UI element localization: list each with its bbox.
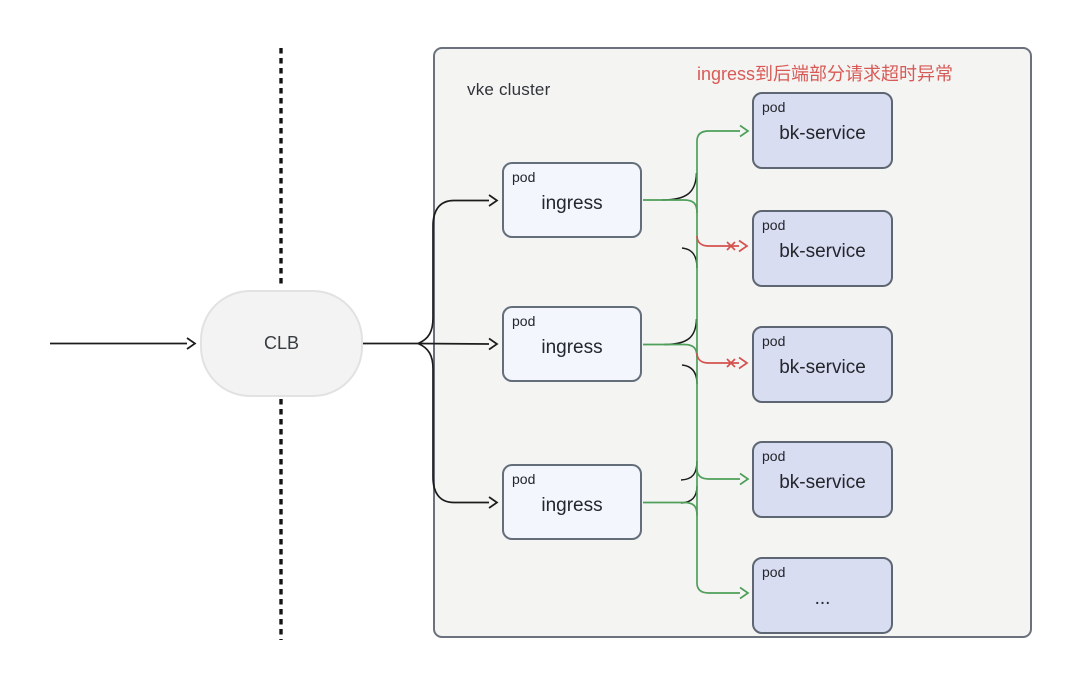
timeout-annotation: ingress到后端部分请求超时异常 [697,64,954,84]
ingress-pod-label: ingress [541,337,603,358]
pod-tag: pod [512,471,536,487]
cluster-title: vke cluster [467,80,551,99]
backend-pod-label: bk-service [779,357,866,378]
ingress-pod-label: ingress [541,495,603,516]
ingress-pod-label: ingress [541,193,603,214]
pod-tag: pod [512,169,536,185]
ingress-pod-1: pod ingress [502,162,642,238]
backend-pod-label: ... [814,588,831,609]
backend-pod-label: bk-service [779,472,866,493]
pod-tag: pod [512,313,536,329]
backend-pod-4: pod bk-service [752,441,893,518]
pod-tag: pod [762,333,786,349]
pod-tag: pod [762,448,786,464]
backend-pod-1: pod bk-service [752,92,893,169]
ingress-pod-3: pod ingress [502,464,642,540]
backend-pod-5: pod ... [752,557,893,634]
backend-pod-label: bk-service [779,123,866,144]
clb-node: CLB [200,290,363,397]
clb-label: CLB [263,333,299,353]
pod-tag: pod [762,217,786,233]
external-traffic-arrow [50,337,197,350]
pod-tag: pod [762,99,786,115]
backend-pod-label: bk-service [779,241,866,262]
pod-tag: pod [762,564,786,580]
ingress-pod-2: pod ingress [502,306,642,382]
backend-pod-2: pod bk-service [752,210,893,287]
backend-pod-3: pod bk-service [752,326,893,403]
arrowhead-icon [186,337,197,350]
